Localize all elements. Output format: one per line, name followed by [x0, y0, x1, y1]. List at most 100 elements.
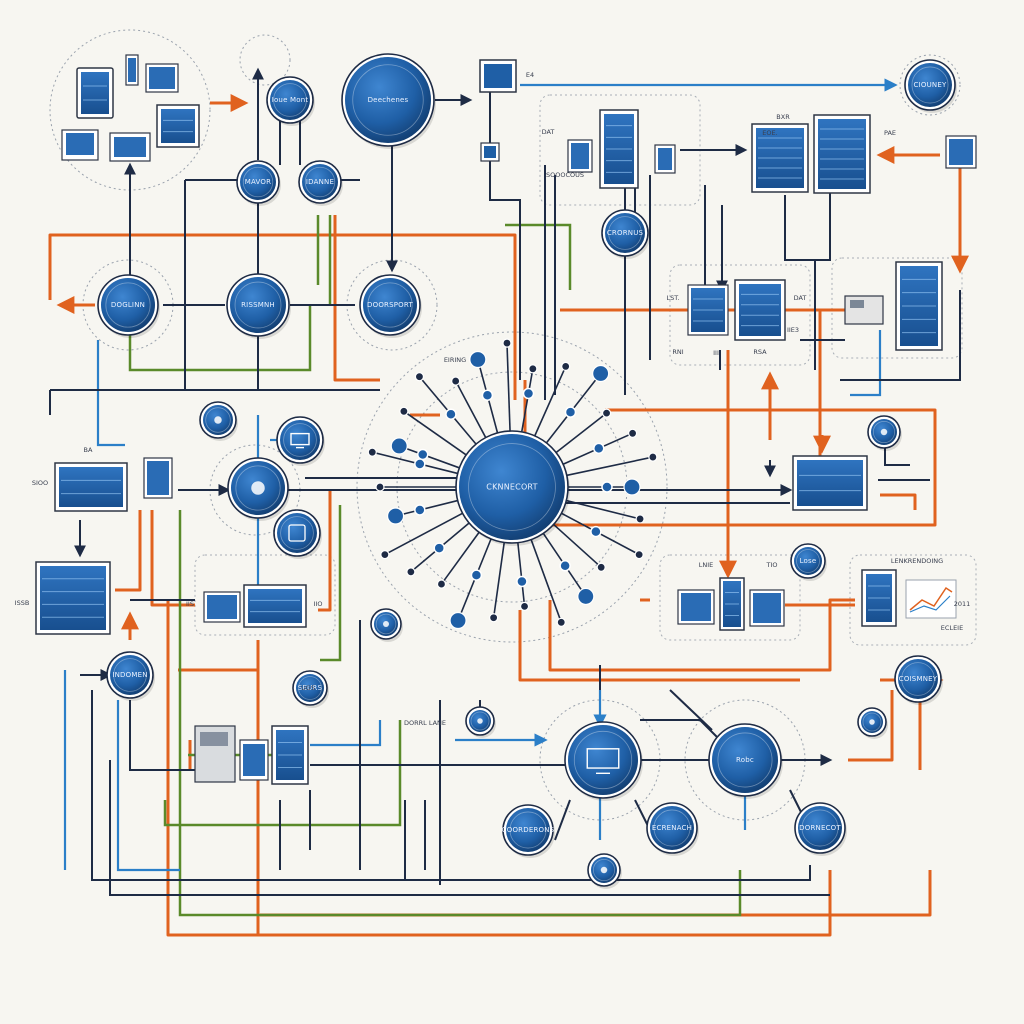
lose-node[interactable]: Lose	[790, 543, 827, 581]
spoke-endpoint	[399, 406, 409, 416]
hub-node[interactable]: CKNNECORT	[455, 430, 570, 546]
bottom-left-label: INDOMEN	[112, 671, 147, 679]
robc-label: Robc	[736, 756, 754, 764]
monitor-node[interactable]	[564, 721, 643, 801]
top-right-node[interactable]: CIOUNEY	[904, 59, 957, 113]
top-left-devices	[61, 54, 200, 162]
spoke-node	[522, 387, 535, 400]
spoke-node	[414, 458, 426, 470]
top-center-label: Deechenes	[368, 96, 409, 104]
hub-spoke	[554, 412, 608, 454]
monitor-node[interactable]	[276, 416, 325, 466]
nodes-layer: CKNNECORT Deechenes Ioue Mont CIOUNEY MAVOR I…	[15, 53, 971, 889]
spoke-endpoint	[436, 579, 447, 589]
network-node-icon	[383, 621, 389, 627]
ecrenach-label: ECRENACH	[652, 824, 692, 832]
spoke-endpoint	[601, 408, 612, 418]
network-node-icon	[477, 718, 483, 724]
seris-node[interactable]: SEURS	[292, 670, 329, 708]
network-node-node[interactable]	[465, 706, 496, 738]
hub-spoke	[403, 410, 468, 457]
spoke-node	[433, 542, 445, 554]
blue-connectors	[63, 78, 898, 872]
side-label-bar-top: BXR	[776, 113, 790, 121]
network-node-icon	[869, 719, 875, 725]
network-node-node[interactable]	[370, 608, 403, 642]
spoke-endpoint	[623, 478, 641, 496]
side-label-dorel: DORRL LANE	[404, 719, 446, 727]
hub-spoke	[454, 380, 487, 439]
bottom-left-node[interactable]: INDOMEN	[106, 651, 155, 701]
rack-stripes	[42, 85, 936, 768]
top-left-small-label: Ioue Mont	[272, 96, 309, 104]
hub-spoke	[552, 523, 602, 568]
rensmh-node[interactable]: RISSMNH	[226, 273, 291, 339]
spoke-endpoint	[489, 613, 499, 623]
ecrenach-node[interactable]: ECRENACH	[646, 802, 699, 856]
top-center-screen	[479, 59, 517, 162]
network-node-node[interactable]	[199, 401, 238, 441]
doorsport-label: DOORSPORT	[367, 301, 413, 309]
spoke-endpoint	[634, 550, 644, 560]
hub-spoke	[530, 538, 563, 623]
spoke-endpoint	[635, 514, 645, 524]
spoke-endpoint	[375, 482, 385, 492]
coorderons-label: COORDERONS	[502, 826, 555, 834]
side-label-eiring: EIRING	[444, 356, 466, 364]
side-label-dat2: DAT	[794, 294, 807, 302]
spoke-node	[445, 408, 457, 420]
cousmey-node[interactable]: COISMNEY	[894, 655, 943, 705]
network-node-node[interactable]	[587, 853, 622, 889]
side-label-lnre: LNIE	[699, 561, 714, 569]
dornecot-node[interactable]: DORNECOT	[794, 802, 847, 856]
robc-node[interactable]: Robc	[708, 723, 783, 799]
database-node[interactable]	[273, 509, 322, 559]
network-node-icon	[251, 481, 265, 495]
side-label-sooo: SOOOCOUS	[546, 171, 584, 179]
network-node-node[interactable]	[867, 415, 902, 451]
left-racks	[35, 457, 309, 785]
lower-right-racks	[677, 569, 957, 631]
side-label-lines: LENKRENDOING	[891, 557, 943, 565]
top-center-node[interactable]: Deechenes	[341, 53, 436, 149]
side-label-top-e4: E4	[526, 71, 534, 79]
spoke-endpoint	[390, 437, 408, 455]
side-label-ob: IIO	[314, 600, 323, 608]
side-label-tio: TIO	[765, 561, 777, 569]
hub-spokes	[372, 343, 654, 623]
spoke-endpoint	[648, 452, 658, 462]
hub-spoke	[395, 499, 459, 517]
dotted-boxes	[194, 94, 977, 646]
top-left-small-node[interactable]: Ioue Mont	[266, 76, 315, 126]
hub-spoke	[506, 343, 511, 433]
spoke-endpoint	[469, 350, 487, 369]
doglnn-node[interactable]: DOGLINN	[97, 274, 160, 338]
side-label-sio: SIOO	[32, 479, 48, 487]
green-connectors	[128, 215, 742, 917]
spoke-endpoint	[556, 617, 566, 627]
monitor-icon	[290, 432, 310, 449]
side-label-ins: IIS	[186, 600, 194, 608]
network-node-node[interactable]	[857, 707, 888, 739]
spoke-node	[516, 575, 528, 588]
spoke-endpoint	[561, 361, 571, 372]
spoke-endpoint	[627, 428, 638, 438]
spoke-endpoint	[380, 550, 390, 560]
spoke-endpoint	[367, 447, 377, 457]
doorsport-node[interactable]: DOORSPORT	[359, 274, 422, 338]
side-label-ssb: ISSB	[15, 599, 30, 607]
coorderons-node[interactable]: COORDERONS	[502, 804, 555, 858]
lose-label: Lose	[800, 557, 817, 565]
side-label-n2011: 2011	[954, 600, 971, 608]
spoke-endpoint	[502, 338, 512, 348]
network-node-node[interactable]	[227, 457, 290, 521]
side-label-ecl: ECLEIE	[941, 624, 963, 632]
hub-spoke	[384, 512, 464, 556]
top-right-racks	[567, 109, 977, 194]
crornus-node[interactable]: CRORNUS	[601, 209, 650, 259]
side-label-n1: III	[713, 349, 719, 357]
mid-top-node[interactable]: IDANNE	[298, 160, 343, 206]
mavor-node[interactable]: MAVOR	[236, 160, 281, 206]
spoke-node	[414, 504, 426, 516]
